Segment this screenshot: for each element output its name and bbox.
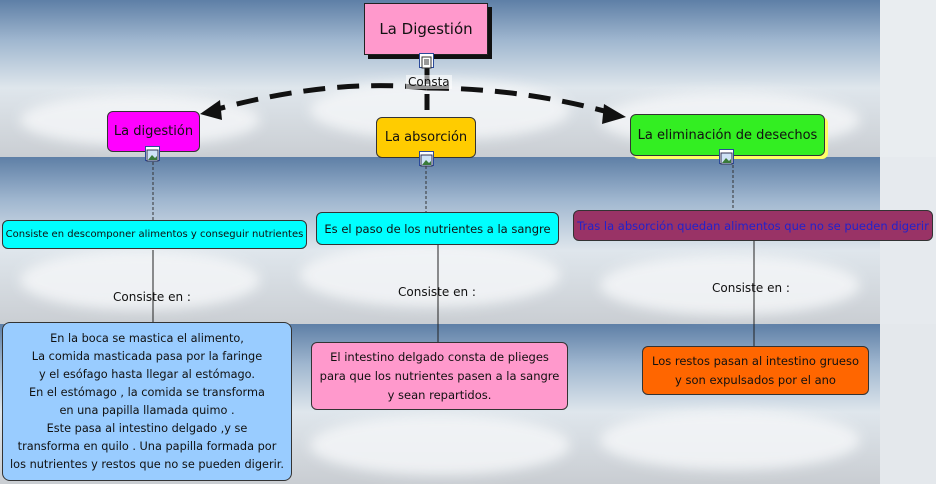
link-label-digestion: Consiste en : [113,290,191,304]
definition-absorption[interactable]: Es el paso de los nutrientes a la sangre [316,212,559,245]
definition-elimination[interactable]: Tras la absorción quedan alimentos que n… [573,210,933,241]
arrowhead-elimination [602,104,626,124]
link-label-elimination: Consiste en : [712,281,790,295]
document-icon[interactable] [419,53,434,69]
definition-digestion-text: Consiste en descomponer alimentos y cons… [5,229,304,240]
node-digestion[interactable]: La digestión [107,111,200,152]
definition-digestion[interactable]: Consiste en descomponer alimentos y cons… [2,220,307,249]
root-title: La Digestión [379,20,473,38]
detail-digestion-text: En la boca se mastica el alimento, La co… [10,331,284,471]
detail-digestion[interactable]: En la boca se mastica el alimento, La co… [2,322,292,481]
definition-elimination-text: Tras la absorción quedan alimentos que n… [577,218,929,233]
node-absorption-title: La absorción [384,130,468,145]
arrow-to-digestion [213,83,428,113]
definition-absorption-text: Es el paso de los nutrientes a la sangre [324,221,551,236]
detail-absorption[interactable]: El intestino delgado consta de plieges p… [311,342,568,410]
node-absorption[interactable]: La absorción [376,117,476,158]
link-label-absorption: Consiste en : [398,285,476,299]
root-node[interactable]: La Digestión [364,3,488,55]
arrow-to-elimination [426,85,609,115]
node-elimination-title: La eliminación de desechos [637,127,818,143]
image-icon[interactable] [145,146,160,162]
detail-absorption-text: El intestino delgado consta de plieges p… [319,349,560,402]
detail-elimination[interactable]: Los restos pasan al intestino grueso y s… [642,346,869,395]
image-icon[interactable] [419,151,434,167]
link-label-consta: Consta [406,75,452,89]
image-icon[interactable] [719,149,734,165]
arrowhead-digestion [200,100,222,120]
detail-elimination-text: Los restos pasan al intestino grueso y s… [651,353,859,387]
node-digestion-title: La digestión [113,124,194,139]
